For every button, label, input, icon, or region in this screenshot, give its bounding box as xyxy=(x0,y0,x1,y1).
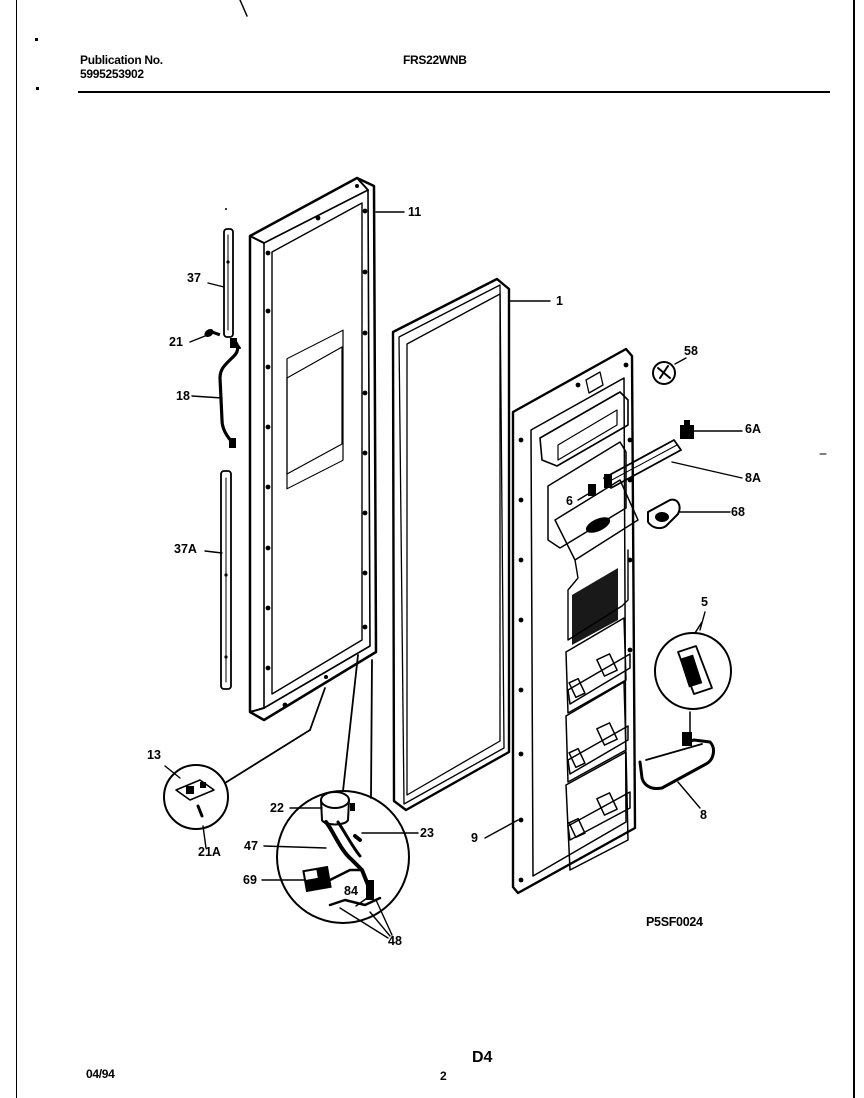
label-part-22: 22 xyxy=(270,801,284,815)
door-inner-liner-9 xyxy=(511,347,639,895)
rod-8A xyxy=(603,439,682,489)
screw-58 xyxy=(652,361,676,385)
diagram-code: P5SF0024 xyxy=(646,915,703,929)
label-part-69: 69 xyxy=(243,873,257,887)
label-part-47: 47 xyxy=(244,839,258,853)
label-part-8A: 8A xyxy=(745,471,761,485)
footer-page-number: 2 xyxy=(440,1069,447,1083)
publication-number: 5995253902 xyxy=(80,67,144,81)
page-right-border xyxy=(853,0,855,1098)
label-part-21: 21 xyxy=(169,335,183,349)
leader-lines xyxy=(164,211,827,939)
trim-strip-37 xyxy=(223,228,234,338)
liner-screws xyxy=(518,362,633,883)
model-number: FRS22WNB xyxy=(403,53,467,67)
detail-circle-5 xyxy=(654,621,732,710)
label-part-37A: 37A xyxy=(174,542,197,556)
panel-screws xyxy=(265,184,368,708)
detail-circle-wiring xyxy=(276,654,410,924)
label-part-1: 1 xyxy=(556,294,563,308)
publication-label: Publication No. xyxy=(80,53,163,67)
label-part-9: 9 xyxy=(471,831,478,845)
label-part-11: 11 xyxy=(408,205,422,219)
door-gasket-1 xyxy=(391,277,511,812)
label-part-37: 37 xyxy=(187,271,201,285)
liner-shelves xyxy=(565,617,631,871)
trim-strip-37A xyxy=(220,470,232,690)
corner-marks xyxy=(35,38,39,90)
speck xyxy=(225,208,227,210)
top-fragment xyxy=(239,0,248,17)
header-rule xyxy=(78,91,830,93)
label-part-6: 6 xyxy=(566,494,573,508)
label-part-48: 48 xyxy=(388,934,402,948)
label-part-58: 58 xyxy=(684,344,698,358)
clip-6A xyxy=(680,420,694,439)
handle-18 xyxy=(218,338,241,448)
screw-21 xyxy=(204,328,221,338)
footer-date: 04/94 xyxy=(86,1067,115,1081)
label-part-5: 5 xyxy=(701,595,708,609)
part-6 xyxy=(588,484,596,496)
label-part-18: 18 xyxy=(176,389,190,403)
door-outer-panel-11 xyxy=(248,176,378,722)
page-left-border xyxy=(16,0,17,1098)
label-part-68: 68 xyxy=(731,505,745,519)
label-part-8: 8 xyxy=(700,808,707,822)
label-part-13: 13 xyxy=(147,748,161,762)
label-part-23: 23 xyxy=(420,826,434,840)
bracket-8 xyxy=(638,711,715,790)
detail-circle-13 xyxy=(163,687,326,830)
label-part-21A: 21A xyxy=(198,845,221,859)
label-part-84: 84 xyxy=(344,884,358,898)
label-part-6A: 6A xyxy=(745,422,761,436)
section-code: D4 xyxy=(472,1049,493,1066)
cap-68 xyxy=(647,498,681,530)
